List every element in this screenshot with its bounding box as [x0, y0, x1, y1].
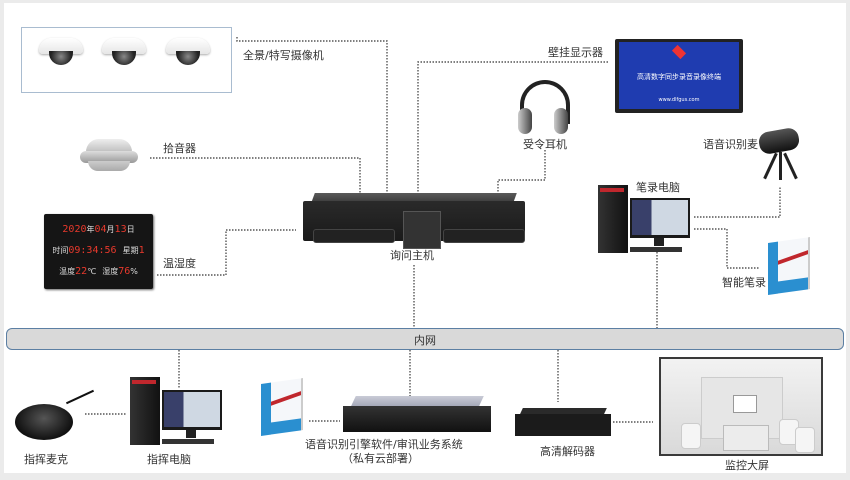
lan-label: 内网 — [414, 334, 436, 347]
wall-display-label: 壁挂显示器 — [548, 46, 603, 59]
clock-temp: 22 — [75, 266, 88, 277]
clock-month: 04 — [94, 224, 107, 235]
pickup-label: 拾音器 — [163, 142, 196, 155]
asr-server-sublabel: （私有云部署） — [342, 452, 419, 465]
record-pc-icon — [598, 185, 696, 263]
clock-year-unit: 年 — [86, 225, 95, 234]
dome-camera-icon — [102, 38, 146, 72]
clock-temp-unit: ℃ — [87, 267, 97, 276]
display-screen-title: 高清数字同步录音录像终端 — [637, 73, 721, 81]
lan-bus: 内网 — [6, 328, 844, 350]
dome-camera-icon — [166, 38, 210, 72]
clock-year: 2020 — [62, 224, 87, 235]
speech-recognition-mic-icon — [755, 126, 801, 183]
cameras-label: 全景/特写摄像机 — [243, 49, 324, 62]
clock-time-label: 时间 — [52, 246, 69, 255]
clock-humidity-label: 湿度 — [102, 267, 119, 276]
wall-display-monitor: 高清数字同步录音录像终端 www.dlfgus.com — [615, 39, 743, 113]
clock-humidity-unit: % — [130, 267, 138, 276]
decoder-label: 高清解码器 — [540, 445, 595, 458]
clock-weekday-label: 星期 — [122, 246, 139, 255]
clock-humidity: 76 — [118, 266, 131, 277]
cameras-group — [21, 27, 232, 93]
command-mic-icon — [15, 389, 95, 440]
command-mic-label: 指挥麦克 — [24, 453, 68, 466]
host-label: 询问主机 — [390, 249, 434, 262]
headphones-label: 受令耳机 — [523, 138, 567, 151]
speech-mic-label: 语音识别麦 — [703, 138, 758, 151]
clock-time: 09:34:56 — [68, 245, 117, 256]
hd-decoder-icon — [515, 408, 611, 438]
headphones-icon — [516, 80, 570, 136]
monitor-screen-label: 监控大屏 — [725, 459, 769, 472]
clock-day-unit: 日 — [126, 225, 135, 234]
asr-server-label: 语音识别引擎软件/审讯业务系统 — [305, 438, 463, 451]
temp-humidity-display: 2020年04月13日 时间09:34:56 星期1 温度22℃ 湿度76% — [44, 214, 153, 289]
clock-day: 13 — [114, 224, 127, 235]
display-screen-url: www.dlfgus.com — [658, 97, 700, 103]
clock-weekday: 1 — [138, 245, 145, 256]
asr-software-box-icon — [261, 378, 303, 436]
clock-temp-label: 温度 — [59, 267, 76, 276]
clock-month-unit: 月 — [106, 225, 115, 234]
record-pc-label: 笔录电脑 — [636, 181, 680, 194]
monitoring-screen-room-image — [659, 357, 823, 456]
brand-logo-icon — [671, 44, 687, 60]
host-disc-tray — [443, 229, 525, 243]
temp-humidity-label: 温湿度 — [163, 257, 196, 270]
command-pc-label: 指挥电脑 — [147, 453, 191, 466]
host-screen — [403, 211, 441, 249]
pickup-microphone-icon — [80, 139, 138, 173]
smart-record-label: 智能笔录 — [722, 276, 766, 289]
host-disc-tray — [313, 229, 395, 243]
smart-record-software-box-icon — [768, 237, 810, 295]
interrogation-host-device — [303, 193, 525, 249]
asr-server-icon — [343, 396, 491, 436]
dome-camera-icon — [39, 38, 83, 72]
command-pc-icon — [130, 377, 228, 455]
